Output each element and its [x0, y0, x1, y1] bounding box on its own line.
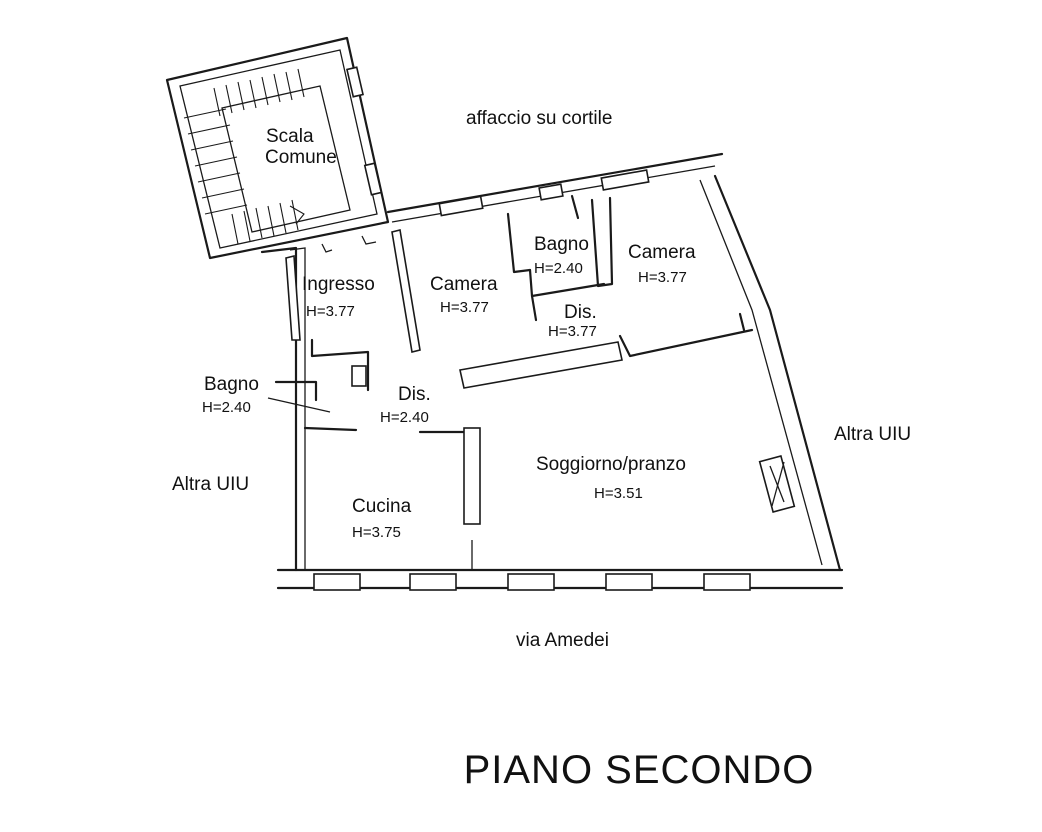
room-bagno-top-name: Bagno [534, 234, 589, 255]
partition-cucina-soggiorno [463, 427, 481, 525]
courtyard-label: affaccio su cortile [466, 108, 612, 129]
window-street-1 [313, 573, 361, 591]
room-dis-top-name: Dis. [564, 302, 597, 323]
other-unit-left-label: Altra UIU [172, 474, 249, 495]
stair-window-top [346, 66, 364, 98]
courtyard-wall-outer [386, 152, 724, 214]
room-camera-center-height: H=3.77 [440, 299, 489, 316]
partition-ingresso-left [285, 254, 301, 341]
room-dis-center-name: Dis. [398, 384, 431, 405]
stair-core [221, 85, 351, 233]
partition-bagno-left-top [310, 338, 370, 392]
door-ingresso-1 [321, 243, 333, 253]
room-soggiorno-height: H=3.51 [594, 485, 643, 502]
room-dis-top-height: H=3.77 [548, 323, 597, 340]
partition-soggiorno-block [459, 341, 623, 389]
room-dis-center-height: H=2.40 [380, 409, 429, 426]
floor-title: PIANO SECONDO [463, 748, 815, 792]
partition-ingresso-camera [391, 229, 421, 353]
stair-name-line2: Comune [265, 147, 337, 168]
partition-bagno-left [506, 212, 532, 274]
room-ingresso-height: H=3.77 [306, 303, 355, 320]
room-camera-right-height: H=3.77 [638, 269, 687, 286]
stair-name-line1: Scala [266, 126, 314, 147]
stair-block: Scala Comune [165, 36, 390, 260]
window-camera-right [600, 169, 650, 191]
room-camera-center-name: Camera [430, 274, 498, 295]
stair-outer-wall [165, 36, 390, 260]
fixture-bagno-left [351, 365, 367, 387]
stair-steps-bottom [231, 199, 305, 245]
partition-bagno-left-side [274, 380, 318, 402]
street-windows [313, 573, 751, 591]
partition-camera-right-bottom [618, 328, 754, 358]
window-street-3 [507, 573, 555, 591]
room-soggiorno-name: Soggiorno/pranzo [536, 454, 686, 475]
window-camera-center [438, 195, 484, 217]
right-wall-inner [699, 179, 823, 566]
partition-camera-right-corner [738, 312, 746, 332]
window-bagno-top [538, 183, 564, 201]
room-cucina-name: Cucina [352, 496, 412, 517]
other-unit-right-label: Altra UIU [834, 424, 911, 445]
stair-steps-left [183, 108, 248, 215]
room-ingresso-name: Ingresso [302, 274, 375, 295]
shaft-cross-2 [771, 461, 785, 507]
room-camera-right-name: Camera [628, 242, 696, 263]
left-wall-inner [289, 247, 306, 570]
window-street-4 [605, 573, 653, 591]
shaft-cross-1 [769, 465, 785, 503]
courtyard-windows [438, 169, 650, 217]
bagno-left-pointer [267, 397, 331, 413]
window-street-5 [703, 573, 751, 591]
room-bagno-left-name: Bagno [204, 374, 259, 395]
room-bagno-top-height: H=2.40 [534, 260, 583, 277]
partition-bagno-left-bottom [303, 426, 358, 432]
right-wall-outer [713, 174, 842, 572]
room-bagno-left-height: H=2.40 [202, 399, 251, 416]
room-cucina-height: H=3.75 [352, 524, 401, 541]
stair-window-bottom [363, 162, 383, 196]
interior-walls [274, 194, 796, 570]
partition-dis-top [530, 294, 538, 322]
window-street-2 [409, 573, 457, 591]
left-wall-outer [260, 246, 298, 572]
stair-steps-top [213, 68, 305, 117]
stair-inner-wall [179, 49, 378, 249]
door-ingresso-2 [361, 235, 377, 245]
street-label: via Amedei [516, 630, 609, 651]
partition-bagno-door [570, 194, 580, 220]
partition-bagno-right [590, 196, 614, 288]
